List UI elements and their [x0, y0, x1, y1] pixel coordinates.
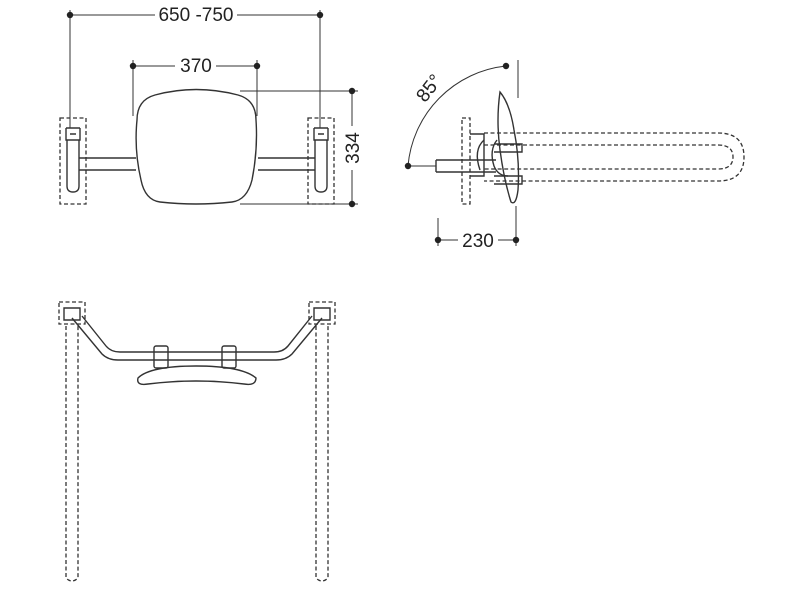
top-view — [58, 301, 336, 582]
top-left-plate — [58, 301, 86, 325]
top-right-leg — [315, 326, 329, 582]
backrest-profile — [497, 90, 520, 204]
grab-rail — [484, 132, 745, 182]
dim-backrest-height: 334 — [240, 87, 364, 208]
right-bracket — [313, 127, 329, 141]
dim-projection: 230 — [434, 206, 520, 252]
backrest-cushion — [135, 88, 258, 205]
top-right-plate — [308, 301, 336, 325]
front-view: 650 -750 370 334 — [59, 5, 364, 208]
overall-width-label: 650 -750 — [158, 5, 233, 26]
side-wall-plate — [461, 117, 471, 205]
left-bracket — [65, 127, 81, 141]
angle-label: 85° — [413, 71, 447, 107]
right-wall-plate — [307, 117, 335, 205]
projection-label: 230 — [462, 231, 494, 252]
side-view: 85° 230 — [404, 60, 745, 252]
dim-overall-width: 650 -750 — [66, 5, 324, 128]
dim-backrest-width: 370 — [129, 56, 261, 116]
top-left-leg — [65, 326, 79, 582]
top-backrest-pad — [137, 365, 257, 386]
backrest-width-label: 370 — [180, 56, 212, 77]
left-post — [66, 140, 80, 193]
backrest-height-label: 334 — [343, 132, 364, 164]
right-post — [314, 140, 328, 193]
frame-tube — [71, 317, 323, 361]
left-wall-plate — [59, 117, 87, 205]
